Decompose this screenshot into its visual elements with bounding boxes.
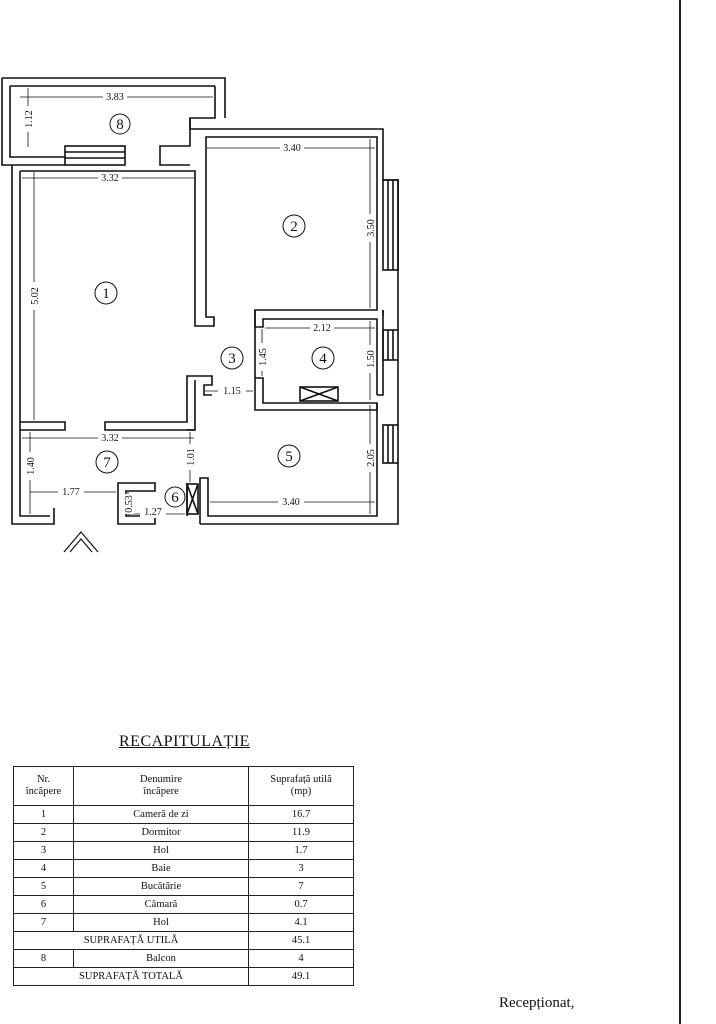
cell-area: 1.7: [248, 841, 354, 860]
cell-nr: 1: [13, 805, 74, 824]
cell-name: Hol: [73, 841, 249, 860]
cell-nr: 4: [13, 859, 74, 878]
recap-table: Nr. încăpere Denumire încăpere Suprafață…: [13, 766, 354, 986]
cell-nr: 3: [13, 841, 74, 860]
cell-nr: 5: [13, 877, 74, 896]
cell-nr: 7: [13, 913, 74, 932]
cell-nr: 6: [13, 895, 74, 914]
dim-r4-width: 2.12: [313, 323, 331, 334]
dim-r4-height: 1.50: [366, 350, 377, 368]
total-area-label: SUPRAFAȚĂ TOTALĂ: [13, 967, 249, 986]
room-number-5: 5: [285, 449, 293, 465]
useful-area-value: 45.1: [248, 931, 354, 950]
cell-nr: 8: [13, 949, 74, 968]
dim-r7-height: 1.40: [26, 457, 37, 475]
balcony-wall: [2, 77, 226, 118]
cell-area: 3: [248, 859, 354, 878]
header-nr: Nr. încăpere: [13, 766, 74, 806]
dim-r5-width: 3.40: [282, 497, 300, 508]
cell-name: Cămară: [73, 895, 249, 914]
cell-nr: 2: [13, 823, 74, 842]
recap-title: RECAPITULAȚIE: [119, 733, 250, 750]
dim-r2-width: 3.40: [283, 143, 301, 154]
balcony-row: 8 Balcon 4: [13, 949, 354, 968]
dim-r7-partial: 1.77: [62, 487, 80, 498]
dim-r6-width: 1.27: [144, 507, 162, 518]
cell-area: 4.1: [248, 913, 354, 932]
window-room5: [382, 424, 399, 464]
dim-r7-width: 3.32: [101, 433, 119, 444]
dim-r1-height: 5.02: [30, 287, 41, 305]
page-border-line: [679, 0, 681, 1024]
outer-wall-top: [189, 118, 384, 180]
room-number-7: 7: [103, 455, 111, 471]
cell-name: Dormitor: [73, 823, 249, 842]
received-label: Recepționat,: [499, 995, 575, 1011]
cell-area: 11.9: [248, 823, 354, 842]
cell-area: 16.7: [248, 805, 354, 824]
dim-r2-height: 3.50: [366, 219, 377, 237]
cell-name: Cameră de zi: [73, 805, 249, 824]
entrance-arrow-icon: [63, 531, 99, 553]
bathroom-vent: [299, 386, 339, 402]
dim-r1-width: 3.32: [101, 173, 119, 184]
dim-balcony-height: 1.12: [24, 110, 35, 128]
window-room2: [382, 179, 399, 271]
room-number-3: 3: [228, 351, 236, 367]
cell-name: Balcon: [73, 949, 249, 968]
balcony-wall-left: [1, 78, 65, 166]
dim-r3-height: 1.45: [258, 348, 269, 366]
dim-balcony-width: 3.83: [106, 92, 124, 103]
window-room4: [382, 329, 399, 361]
room-number-2: 2: [290, 219, 298, 235]
header-area: Suprafață utilă (mp): [248, 766, 354, 806]
cell-area: 4: [248, 949, 354, 968]
total-area-value: 49.1: [248, 967, 354, 986]
cell-area: 0.7: [248, 895, 354, 914]
cell-name: Baie: [73, 859, 249, 878]
dim-r3-width: 1.15: [223, 386, 241, 397]
cell-name: Hol: [73, 913, 249, 932]
room-number-4: 4: [319, 351, 327, 367]
useful-area-row: SUPRAFAȚĂ UTILĂ 45.1: [13, 931, 354, 950]
dim-r7-door: 1.01: [186, 448, 197, 466]
room-number-1: 1: [102, 286, 110, 302]
floor-plan: 3.83 1.12 3.32 5.02 3.40 3.50 2.12 1.50 …: [1, 77, 399, 553]
recap-header-row: Nr. încăpere Denumire încăpere Suprafață…: [13, 766, 354, 806]
cell-area: 7: [248, 877, 354, 896]
dim-r5-height: 2.05: [366, 449, 377, 467]
useful-area-label: SUPRAFAȚĂ UTILĂ: [13, 931, 249, 950]
balcony-door: [64, 145, 126, 166]
header-name: Denumire încăpere: [73, 766, 249, 806]
cell-name: Bucătărie: [73, 877, 249, 896]
total-area-row: SUPRAFAȚĂ TOTALĂ 49.1: [13, 967, 354, 986]
room-number-6: 6: [171, 490, 179, 506]
dim-r6-height: 0.53: [124, 495, 135, 513]
room-number-8: 8: [116, 117, 124, 133]
